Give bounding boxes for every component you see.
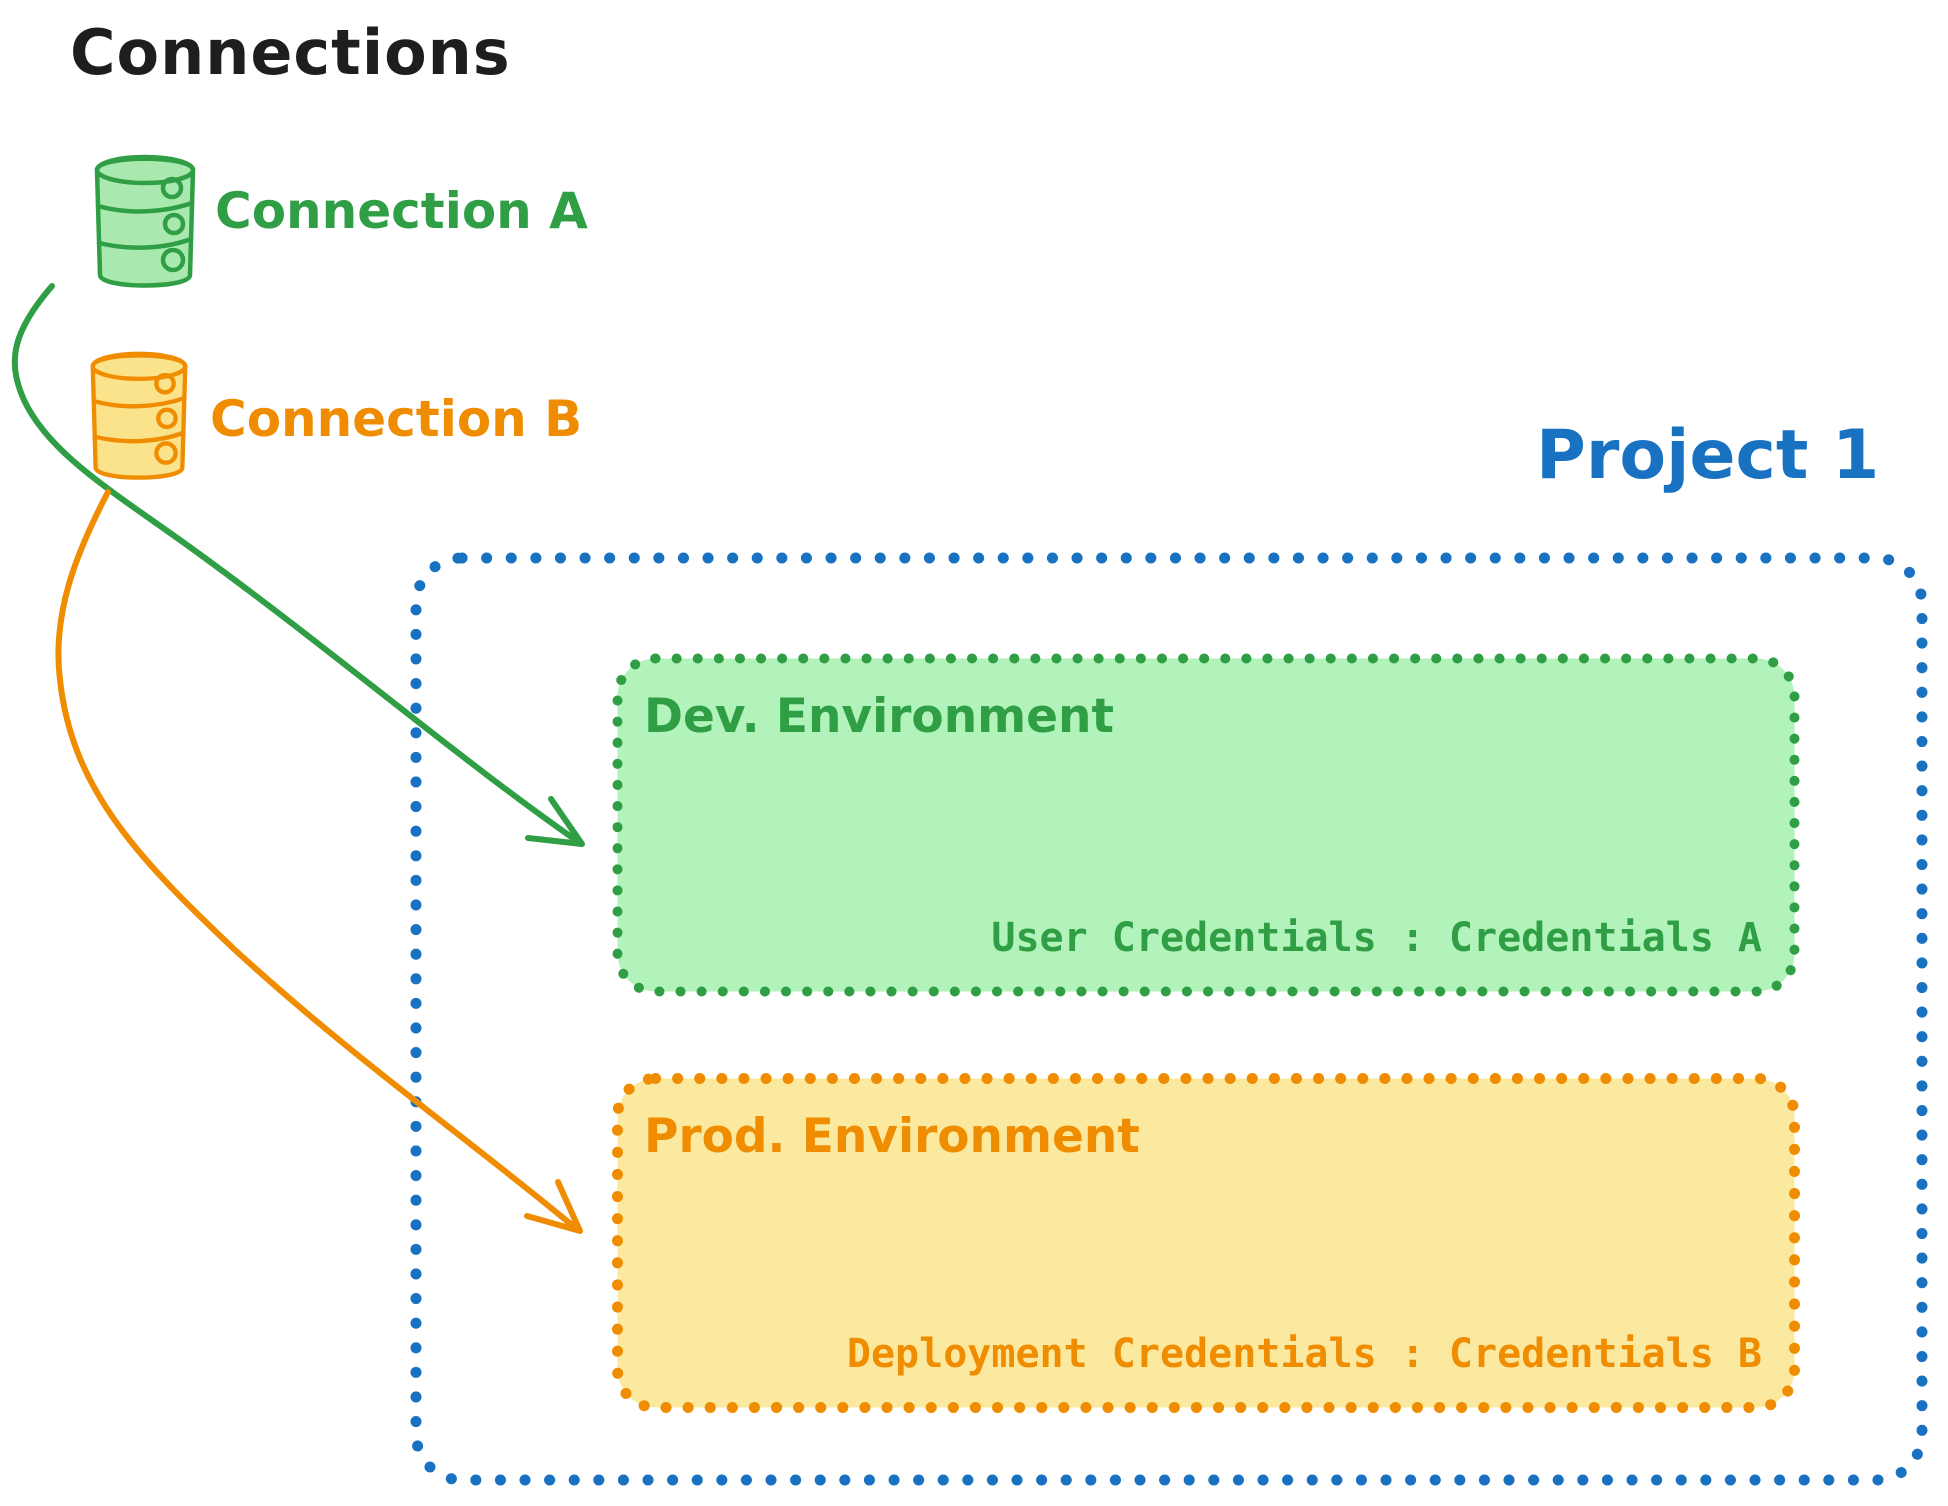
project-1-container — [410, 552, 1928, 1486]
prod-environment-box: Prod. Environment Deployment Credentials… — [612, 1073, 1800, 1413]
connection-b-label: Connection B — [210, 390, 583, 448]
prod-environment-credentials: Deployment Credentials : Credentials B — [846, 1331, 1762, 1377]
dev-environment-title: Dev. Environment — [644, 689, 1114, 744]
prod-environment-dotted-border — [612, 1073, 1800, 1413]
connection-b-database-icon — [90, 351, 188, 480]
prod-environment-title: Prod. Environment — [644, 1109, 1140, 1164]
project-1-label: Project 1 — [1536, 416, 1880, 495]
dev-environment-dotted-border — [612, 653, 1800, 997]
connections-title: Connections — [70, 16, 511, 89]
connection-a-database-icon — [94, 154, 196, 288]
dev-environment-box: Dev. Environment User Credentials : Cred… — [612, 653, 1800, 997]
connection-a-label: Connection A — [215, 182, 588, 240]
dev-environment-credentials: User Credentials : Credentials A — [991, 915, 1762, 961]
project-1-dotted-border — [410, 552, 1928, 1486]
